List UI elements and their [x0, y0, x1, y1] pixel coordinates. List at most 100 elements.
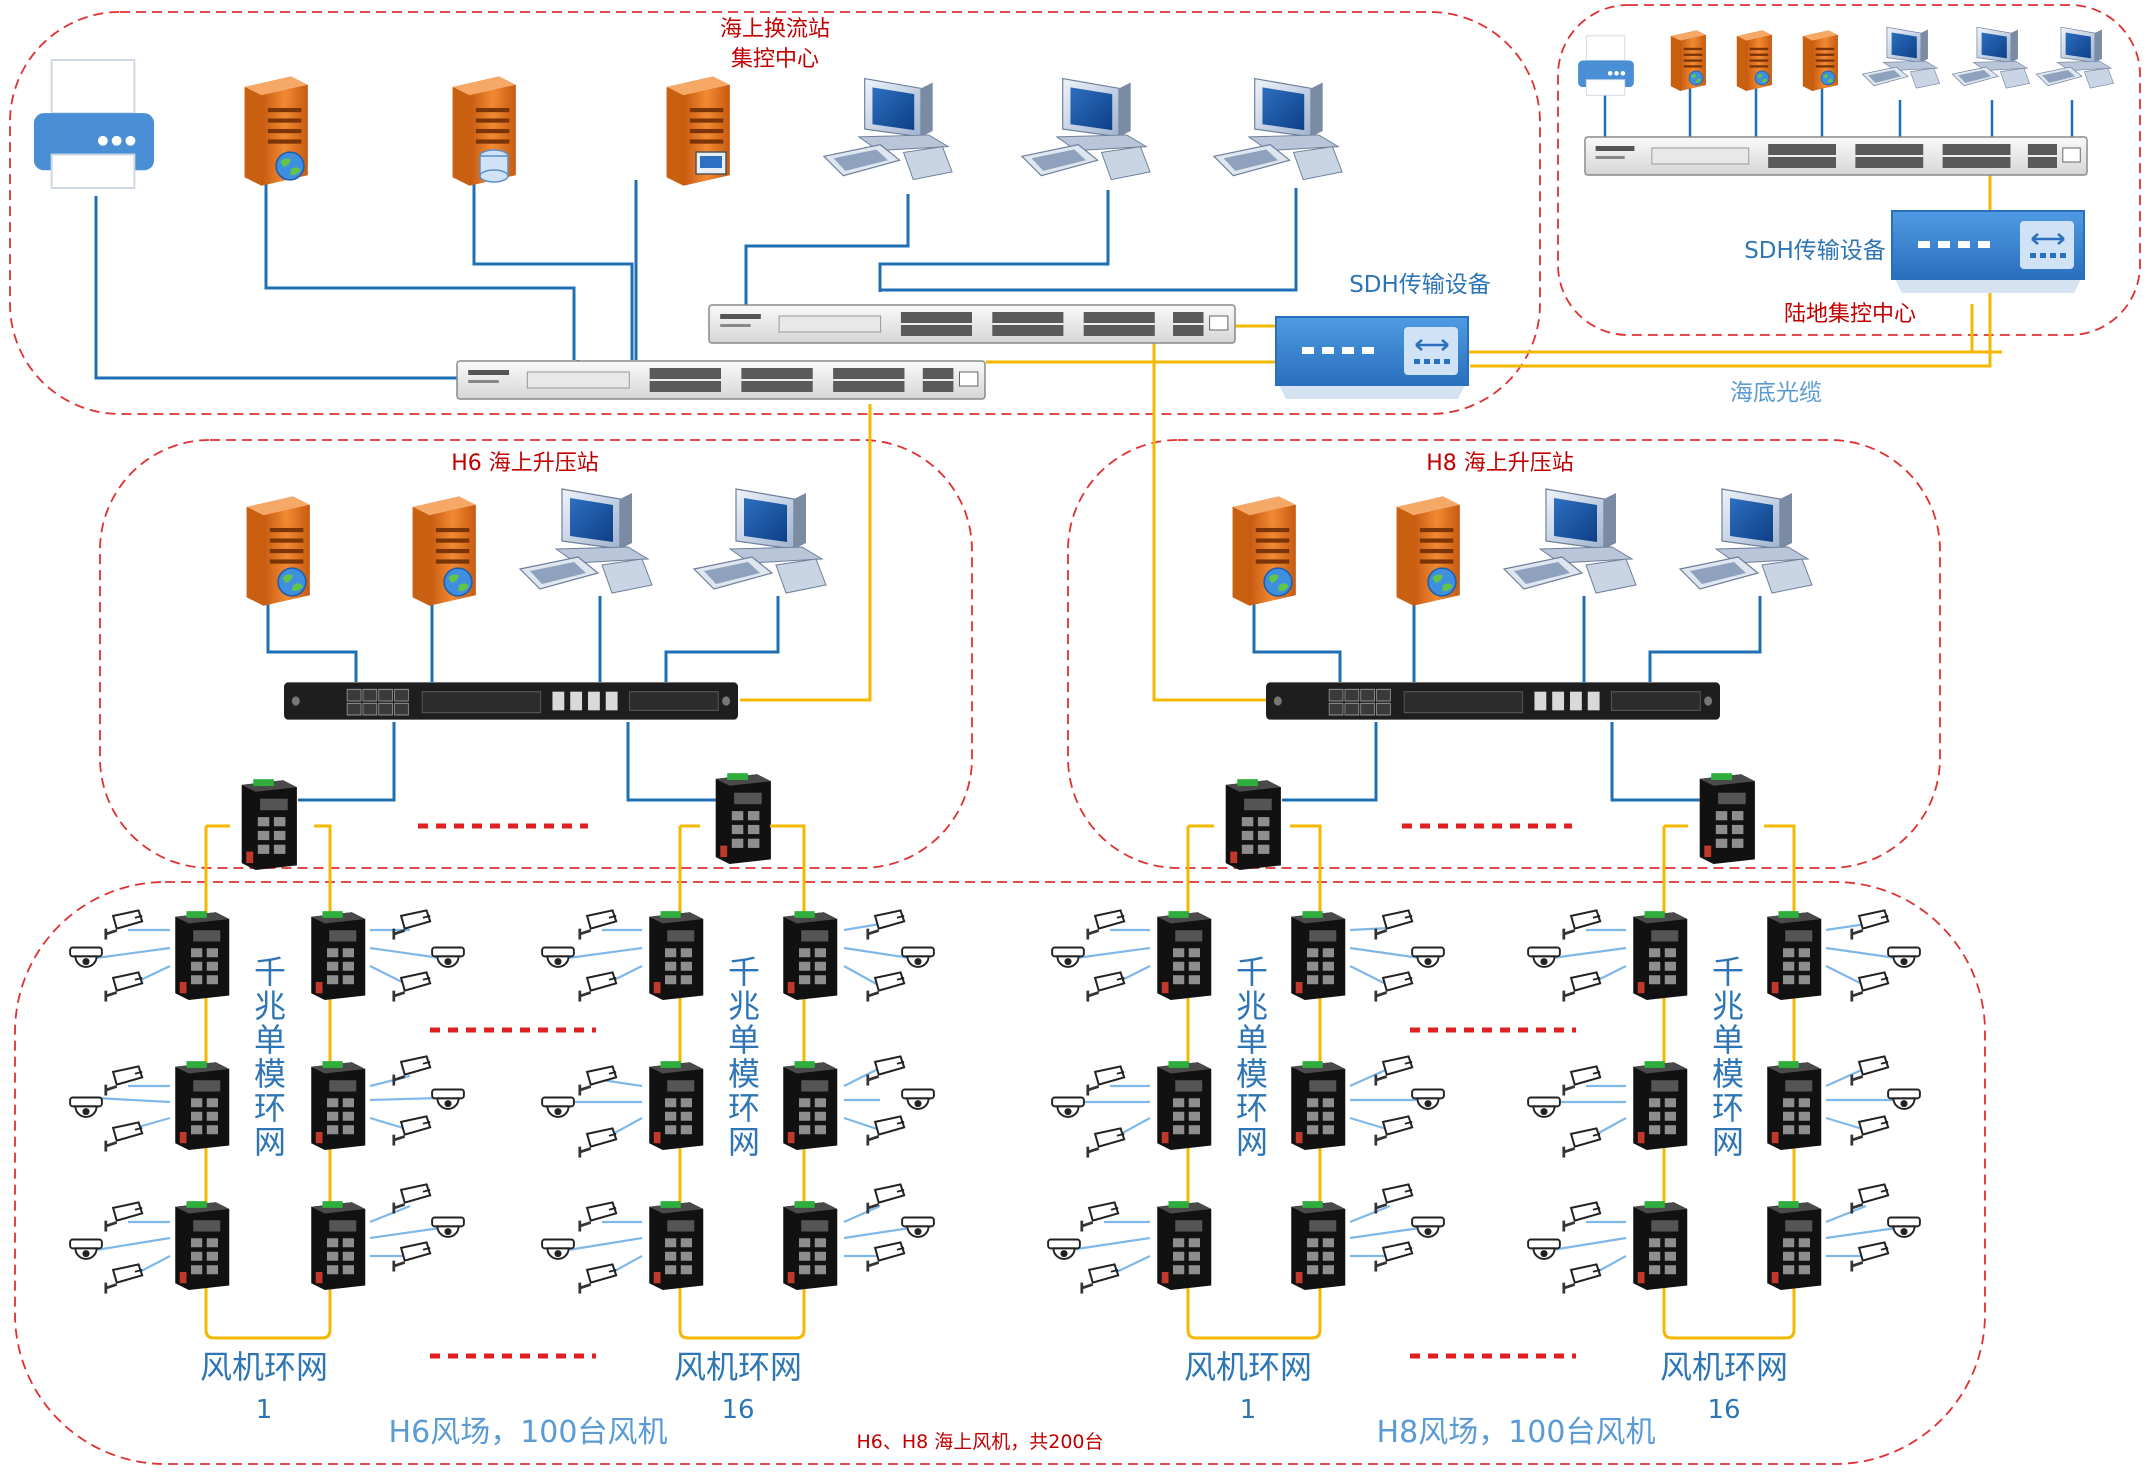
- industrial-switch-icon: [783, 1201, 838, 1290]
- camera-icon: [1374, 971, 1414, 1003]
- ring-switches: [175, 911, 1822, 1290]
- camera-icon: [578, 971, 618, 1003]
- dome-camera-icon: [1047, 1238, 1081, 1260]
- industrial-switch-icon: [1633, 1201, 1688, 1290]
- camera-icon: [1562, 1065, 1602, 1097]
- dome-camera-icon: [431, 1216, 465, 1238]
- copper-links-h8: [1252, 592, 1762, 802]
- workstation-icon: [1861, 26, 1941, 89]
- industrial-switch-icon: [649, 1061, 704, 1150]
- dome-camera-icon: [1411, 946, 1445, 968]
- industrial-switch-icon: [649, 911, 704, 1000]
- industrial-switch-icon: [1225, 779, 1281, 870]
- subsea-cable-label: 海底光缆: [1730, 380, 1822, 406]
- app-server-icon: [666, 76, 730, 186]
- rack-switch-icon: [708, 304, 1236, 344]
- server-icon: [246, 496, 310, 606]
- region-h8-substation: [1067, 439, 1941, 869]
- rack-switch-icon: [456, 360, 986, 400]
- dome-camera-icon: [1527, 946, 1561, 968]
- dome-camera-icon: [1411, 1216, 1445, 1238]
- industrial-switch-icon: [311, 1201, 366, 1290]
- dome-camera-icon: [1887, 1088, 1921, 1110]
- turbine-ring-index: 16: [721, 1395, 754, 1425]
- dome-camera-icon: [1527, 1238, 1561, 1260]
- dome-camera-icon: [1051, 1096, 1085, 1118]
- ring-ellipsis: [430, 1027, 1576, 1359]
- camera-icon: [1086, 1065, 1126, 1097]
- turbine-ring-label: 风机环网: [1660, 1348, 1788, 1386]
- server-icon: [1232, 496, 1296, 606]
- camera-icon: [1080, 1263, 1120, 1295]
- camera-icon: [1850, 971, 1890, 1003]
- dome-camera-icon: [901, 1216, 935, 1238]
- workstation-icon: [1679, 488, 1813, 594]
- industrial-switch-icon: [1157, 1201, 1212, 1290]
- camera-icon: [1562, 1127, 1602, 1159]
- database-server-icon: [452, 76, 516, 186]
- industrial-switch-icon: [1767, 1061, 1822, 1150]
- camera-icon: [104, 1263, 144, 1295]
- camera-icon: [104, 909, 144, 941]
- server-icon: [1396, 496, 1460, 606]
- industrial-switch-icon: [715, 773, 771, 864]
- printer-icon: [32, 59, 156, 190]
- sdh-offshore-label: SDH传输设备: [1349, 272, 1491, 298]
- industrial-switch-icon: [175, 1201, 230, 1290]
- camera-icon: [392, 1115, 432, 1147]
- workstation-icon: [1021, 78, 1151, 181]
- sdh-device-icon: [1274, 315, 1470, 401]
- industrial-switch-icon: [1291, 911, 1346, 1000]
- dome-camera-icon: [901, 1088, 935, 1110]
- region-converter-station: [9, 11, 1541, 415]
- turbine-ring-index: 16: [1707, 1395, 1740, 1425]
- industrial-switch-icon: [1291, 1061, 1346, 1150]
- camera-icon: [866, 1115, 906, 1147]
- industrial-switch-icon: [241, 779, 297, 870]
- gigabit-ring-label: 千兆单模环网: [1231, 955, 1269, 1159]
- rack-switch-icon: [1584, 136, 2088, 176]
- dome-camera-icon: [541, 1096, 575, 1118]
- industrial-switch-icon: [1633, 911, 1688, 1000]
- dome-camera-icon: [1527, 1096, 1561, 1118]
- camera-icon: [1086, 1127, 1126, 1159]
- workstation-icon: [693, 488, 827, 594]
- region-h6-substation: [99, 439, 973, 869]
- dome-camera-icon: [69, 1096, 103, 1118]
- industrial-switch-icon: [783, 911, 838, 1000]
- industrial-switch-icon: [1157, 1061, 1212, 1150]
- dome-camera-icon: [541, 946, 575, 968]
- industrial-switch-icon: [1699, 773, 1755, 864]
- region-turbine-fields: [14, 881, 1986, 1465]
- camera-icon: [392, 1055, 432, 1087]
- server-icon: [244, 76, 308, 186]
- industrial-switch-icon: [175, 911, 230, 1000]
- industrial-switch-icon: [1291, 1201, 1346, 1290]
- camera-icon: [1562, 971, 1602, 1003]
- dome-camera-icon: [1051, 946, 1085, 968]
- dome-camera-icon: [541, 1238, 575, 1260]
- sdh-onshore-label: SDH传输设备: [1744, 238, 1886, 264]
- black-rack-switch-icon: [284, 681, 738, 721]
- dome-camera-icon: [1411, 1088, 1445, 1110]
- industrial-switch-icon: [175, 1061, 230, 1150]
- dome-camera-icon: [901, 946, 935, 968]
- camera-icon: [1080, 1201, 1120, 1233]
- h8-field-label: H8风场，100台风机: [1377, 1415, 1656, 1450]
- server-icon: [412, 496, 476, 606]
- camera-icon: [1374, 1115, 1414, 1147]
- camera-icon: [1850, 1115, 1890, 1147]
- copper-links-onshore: [1603, 86, 2074, 138]
- turbine-ring-label: 风机环网: [200, 1348, 328, 1386]
- server-icon: [1670, 30, 1706, 91]
- h6-substation-title: H6 海上升压站: [451, 451, 599, 476]
- sdh-device-icon: [1890, 209, 2086, 295]
- camera-icon: [104, 1065, 144, 1097]
- camera-icon: [1562, 1201, 1602, 1233]
- copper-links-converter: [94, 166, 1298, 380]
- dome-camera-icon: [431, 1088, 465, 1110]
- turbines-total-label: H6、H8 海上风机，共200台: [856, 1431, 1103, 1453]
- camera-icon: [1374, 909, 1414, 941]
- dome-camera-icon: [69, 946, 103, 968]
